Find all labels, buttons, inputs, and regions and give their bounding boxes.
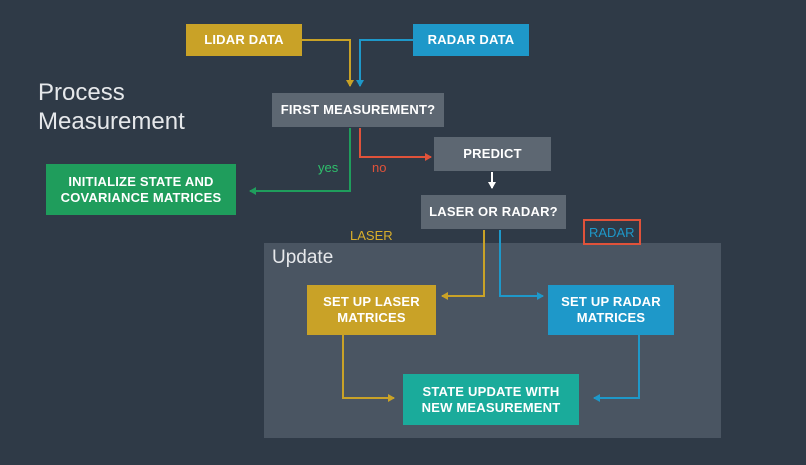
yes-label: yes	[318, 160, 339, 175]
initialize-line-2: COVARIANCE MATRICES	[60, 189, 222, 205]
arrow-laser-branch	[441, 230, 485, 300]
title-line-1: Process	[38, 79, 125, 106]
setup-radar-node: SET UP RADAR MATRICES	[548, 285, 674, 335]
state-update-line-2: NEW MEASUREMENT	[421, 399, 561, 415]
laser-or-radar-node: LASER OR RADAR?	[421, 195, 566, 229]
setup-laser-node: SET UP LASER MATRICES	[307, 285, 436, 335]
radar-data-node: RADAR DATA	[413, 24, 529, 56]
setup-radar-line-2: MATRICES	[576, 310, 646, 325]
radar-label: RADAR	[583, 219, 641, 245]
setup-laser-line-1: SET UP LASER	[323, 294, 420, 309]
initialize-line-1: INITIALIZE STATE AND	[68, 173, 214, 189]
lidar-data-node: LIDAR DATA	[186, 24, 302, 56]
setup-radar-line-1: SET UP RADAR	[561, 294, 661, 309]
state-update-node: STATE UPDATE WITH NEW MEASUREMENT	[403, 374, 579, 425]
arrow-yes-to-initialize	[249, 128, 351, 195]
arrow-radar-branch	[499, 230, 544, 300]
arrow-laser-to-update	[342, 335, 395, 402]
arrow-lidar-to-first	[302, 39, 354, 87]
setup-laser-line-2: MATRICES	[337, 310, 406, 325]
first-measurement-node: FIRST MEASUREMENT?	[272, 93, 444, 127]
arrow-radar-to-update	[593, 335, 640, 402]
arrow-radar-to-first	[356, 39, 413, 87]
initialize-state-node: INITIALIZE STATE AND COVARIANCE MATRICES	[46, 164, 236, 215]
update-panel-label: Update	[272, 247, 334, 268]
title-line-2: Measurement	[38, 108, 185, 135]
diagram-title: Process Measurement	[38, 78, 185, 136]
no-label: no	[372, 160, 387, 175]
arrow-no-to-predict	[359, 128, 432, 161]
state-update-line-1: STATE UPDATE WITH	[422, 383, 560, 399]
laser-label: LASER	[350, 228, 393, 243]
predict-node: PREDICT	[434, 137, 551, 171]
